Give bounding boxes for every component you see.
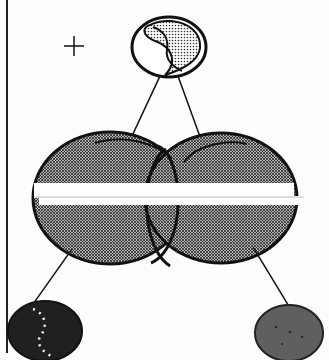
lower-left-connector-line [31,249,72,307]
top-yin-yang-circle [132,17,206,77]
lower-right-connector-line [253,247,293,313]
lower-right-gray-circle [255,305,323,360]
lower-left-dark-circle [8,301,82,360]
horizontal-gaps [34,183,304,205]
top-left-connector-line [132,76,160,136]
gap-shadow-line [34,196,304,198]
upper-white-gap [34,183,294,197]
plus-sign [64,36,84,56]
lower-white-gap [39,198,301,205]
